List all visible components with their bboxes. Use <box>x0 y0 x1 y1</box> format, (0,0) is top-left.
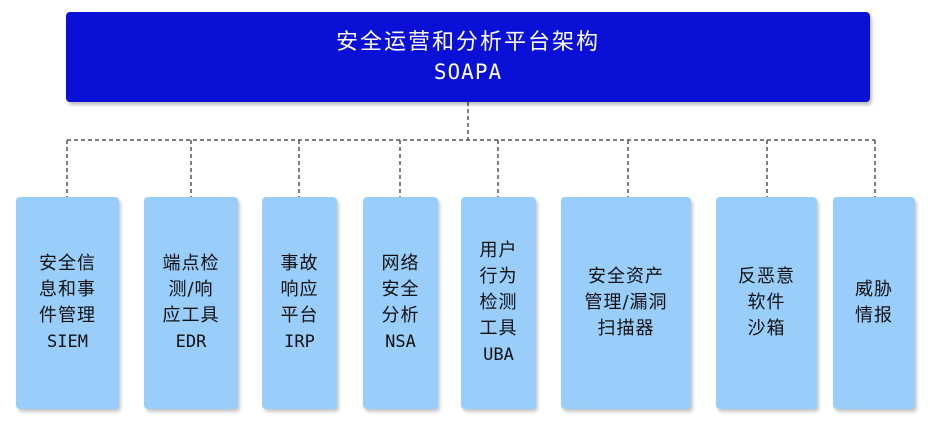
child-node-asset-scanner: 安全资产 管理/漏洞 扫描器 <box>561 197 691 409</box>
root-node: 安全运营和分析平台架构 SOAPA <box>66 12 870 102</box>
child-abbr: SIEM <box>47 332 88 352</box>
child-label-line: 检测 <box>479 292 518 313</box>
child-node-threat-intel: 威胁 情报 <box>833 197 915 409</box>
root-subtitle: SOAPA <box>433 60 503 84</box>
child-label-line: 平台 <box>280 305 319 326</box>
child-node-irp: 事故 响应 平台 IRP <box>262 197 337 409</box>
child-abbr: IRP <box>284 332 315 352</box>
child-label-line: 测/响 <box>168 279 214 300</box>
child-node-nsa: 网络 安全 分析 NSA <box>363 197 438 409</box>
child-label-line: 件管理 <box>39 305 96 326</box>
child-label-line: 息和事 <box>39 279 96 300</box>
child-label-line: 行为 <box>479 266 518 287</box>
child-label-line: 沙箱 <box>747 318 786 339</box>
child-label-line: 响应 <box>280 279 319 300</box>
child-abbr: UBA <box>483 345 514 365</box>
child-node-edr: 端点检 测/响 应工具 EDR <box>144 197 238 409</box>
child-node-uba: 用户 行为 检测 工具 UBA <box>461 197 536 409</box>
child-label-line: 分析 <box>381 305 420 326</box>
child-label-line: 威胁 <box>855 279 893 300</box>
child-node-siem: 安全信 息和事 件管理 SIEM <box>16 197 119 409</box>
child-label-line: 扫描器 <box>597 318 655 339</box>
child-node-sandbox: 反恶意 软件 沙箱 <box>716 197 817 409</box>
child-label-line: 安全信 <box>39 253 96 274</box>
child-abbr: EDR <box>175 332 207 352</box>
child-label-line: 软件 <box>747 292 786 313</box>
child-label-line: 情报 <box>855 305 893 326</box>
child-label-line: 安全资产 <box>588 266 664 287</box>
child-label-line: 反恶意 <box>738 266 795 287</box>
child-label-line: 用户 <box>479 240 518 261</box>
child-abbr: NSA <box>385 332 416 352</box>
child-label-line: 端点检 <box>162 253 220 274</box>
child-label-line: 网络 <box>381 253 420 274</box>
child-label-line: 事故 <box>280 253 319 274</box>
child-label-line: 安全 <box>381 279 420 300</box>
child-label-line: 应工具 <box>162 305 220 326</box>
child-label-line: 管理/漏洞 <box>584 292 668 313</box>
child-label-line: 工具 <box>479 318 518 339</box>
root-title: 安全运营和分析平台架构 <box>335 30 600 55</box>
